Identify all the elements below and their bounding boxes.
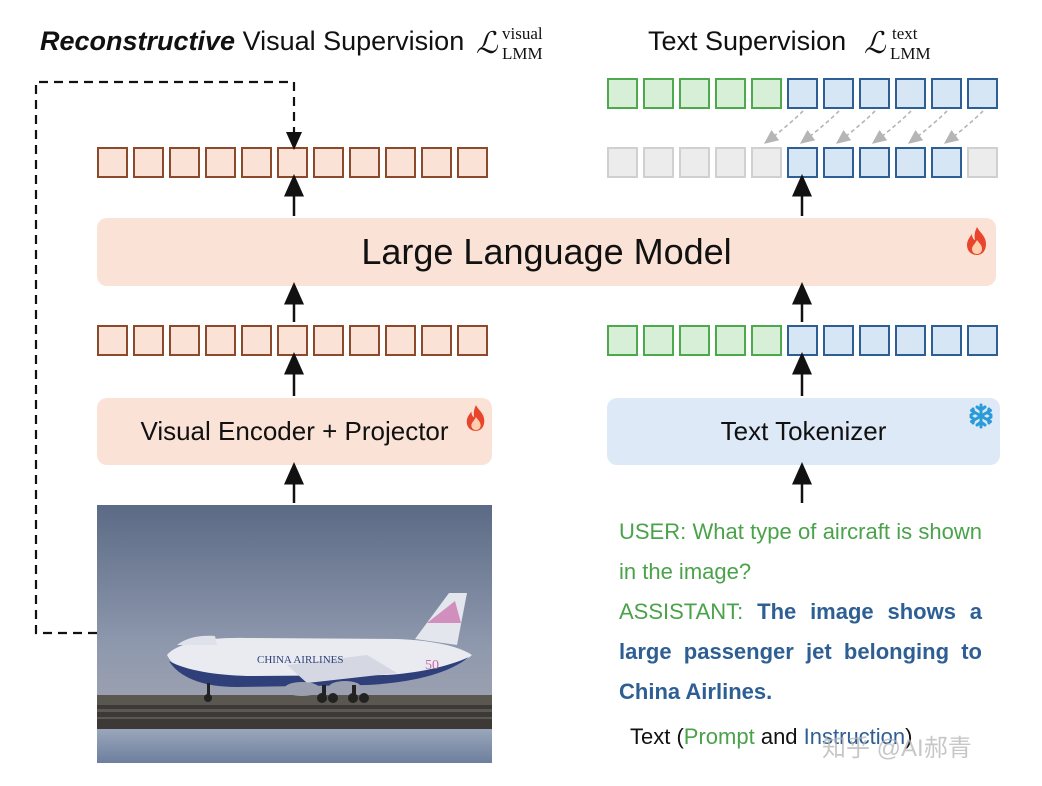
caption-prompt: Prompt (683, 724, 755, 749)
text-loss-sup: text (892, 24, 918, 43)
visual-token (169, 325, 200, 356)
tail-text: 50 (425, 658, 439, 673)
answer-token (895, 147, 926, 178)
llm-label: Large Language Model (361, 231, 732, 272)
airline-text: CHINA AIRLINES (257, 654, 343, 666)
visual-token (277, 147, 308, 178)
snowflake-icon (968, 403, 994, 429)
masked-token (607, 147, 638, 178)
prompt-token (751, 325, 782, 356)
conversation-text: USER: What type of aircraft is shown in … (619, 512, 982, 712)
text-supervision-title: Text Supervision (648, 26, 847, 56)
assistant-answer: The image shows a large passenger jet be… (619, 599, 982, 704)
answer-token (823, 325, 854, 356)
visual-token (277, 325, 308, 356)
answer-token (859, 147, 890, 178)
prompt-token (715, 78, 746, 109)
prompt-token (643, 78, 674, 109)
visual-token (241, 147, 272, 178)
text-loss-symbol: ℒ text LMM (864, 24, 931, 63)
text-caption: Text (Prompt and Instruction) (630, 724, 913, 749)
masked-token (643, 147, 674, 178)
masked-token (679, 147, 710, 178)
visual-token (457, 147, 488, 178)
visual-token (349, 325, 380, 356)
fire-icon (964, 226, 990, 256)
visual-supervision-label: Visual Supervision (235, 26, 465, 56)
text-target-token-row (607, 78, 1003, 109)
visual-token (385, 147, 416, 178)
visual-token (421, 147, 452, 178)
prompt-token (715, 325, 746, 356)
assistant-label: ASSISTANT: (619, 599, 758, 624)
text-tokenizer-panel: Text Tokenizer (607, 398, 1000, 465)
answer-token (931, 147, 962, 178)
answer-token (895, 78, 926, 109)
answer-token (859, 325, 890, 356)
visual-token (205, 325, 236, 356)
shift-arrows (763, 110, 984, 144)
prompt-token (607, 78, 638, 109)
answer-token (931, 78, 962, 109)
answer-token (787, 325, 818, 356)
text-output-token-row (607, 147, 1003, 178)
visual-loss-sup: visual (502, 24, 543, 43)
visual-encoder-panel: Visual Encoder + Projector (97, 398, 492, 465)
prompt-token (643, 325, 674, 356)
visual-token (421, 325, 452, 356)
visual-token (205, 147, 236, 178)
answer-token (823, 147, 854, 178)
answer-token (895, 325, 926, 356)
input-image: CHINA AIRLINES 50 (97, 505, 492, 763)
visual-token (97, 147, 128, 178)
visual-supervision-title: Reconstructive Visual Supervision (40, 26, 464, 57)
masked-token (715, 147, 746, 178)
visual-loss-sub: LMM (502, 44, 543, 63)
caption-instruction: Instruction (803, 724, 906, 749)
masked-token (967, 147, 998, 178)
visual-token (169, 147, 200, 178)
answer-token (859, 78, 890, 109)
visual-token (241, 325, 272, 356)
airplane: CHINA AIRLINES 50 (167, 593, 472, 703)
answer-token (967, 78, 998, 109)
prompt-token (679, 78, 710, 109)
visual-token (97, 325, 128, 356)
answer-token (787, 147, 818, 178)
visual-token (313, 147, 344, 178)
answer-token (967, 325, 998, 356)
user-prompt: USER: What type of aircraft is shown in … (619, 519, 982, 584)
text-input-token-row (607, 325, 1003, 356)
watermark: 知乎 @AI郝青 (822, 735, 972, 762)
visual-token (313, 325, 344, 356)
answer-token (787, 78, 818, 109)
visual-encoder-label: Visual Encoder + Projector (140, 416, 449, 446)
reconstructive-label: Reconstructive (40, 26, 236, 56)
visual-input-token-row (97, 325, 493, 356)
visual-token (385, 325, 416, 356)
visual-loss-symbol: ℒ visual LMM (476, 24, 543, 63)
prompt-token (679, 325, 710, 356)
text-tokenizer-label: Text Tokenizer (720, 416, 887, 446)
visual-token (349, 147, 380, 178)
text-loss-sub: LMM (890, 44, 931, 63)
visual-output-token-row (97, 147, 493, 178)
prompt-token (607, 325, 638, 356)
visual-token (133, 325, 164, 356)
visual-token (133, 147, 164, 178)
visual-token (457, 325, 488, 356)
prompt-token (751, 78, 782, 109)
llm-panel: Large Language Model (97, 218, 996, 286)
answer-token (823, 78, 854, 109)
fire-icon (464, 404, 488, 432)
masked-token (751, 147, 782, 178)
answer-token (931, 325, 962, 356)
